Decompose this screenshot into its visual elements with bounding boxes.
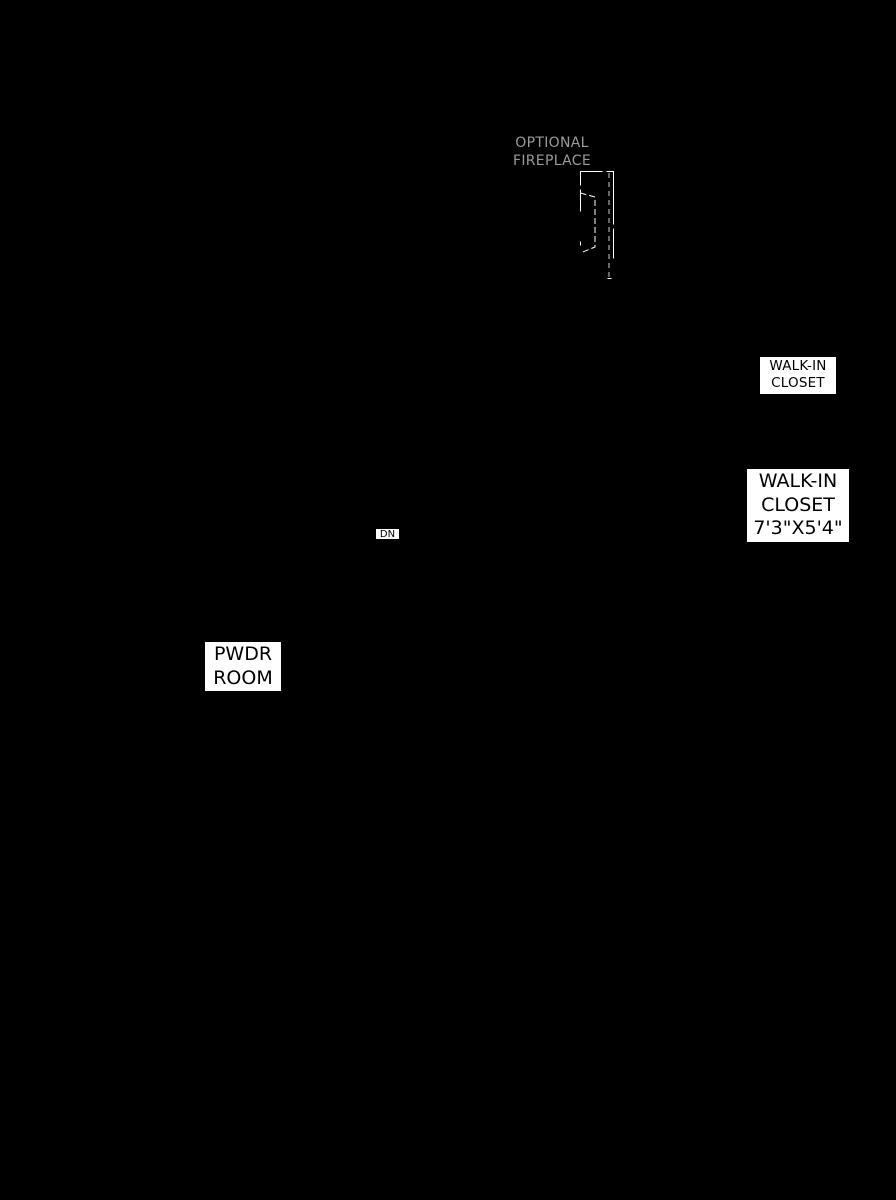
stairs-down-label: DN [375,528,400,540]
closet-small-line1: WALK-IN [769,358,827,374]
fireplace-note-line2: FIREPLACE [513,153,591,169]
closet-main-line1: WALK-IN [758,470,838,492]
closet-main-dimensions: 7'3"X5'4" [753,517,843,539]
powder-room-line1: PWDR [213,643,273,665]
walk-in-closet-label-main: WALK-IN CLOSET 7'3"X5'4" [747,469,849,542]
walk-in-closet-label-small: WALK-IN CLOSET [760,357,836,394]
closet-small-line2: CLOSET [771,375,825,391]
powder-room-line2: ROOM [213,666,273,689]
optional-fireplace-note: OPTIONAL FIREPLACE [502,134,602,170]
fireplace-icon [580,171,614,279]
fireplace-note-line1: OPTIONAL [515,135,589,151]
powder-room-label: PWDR ROOM [205,642,281,691]
closet-main-line2: CLOSET [761,493,835,516]
